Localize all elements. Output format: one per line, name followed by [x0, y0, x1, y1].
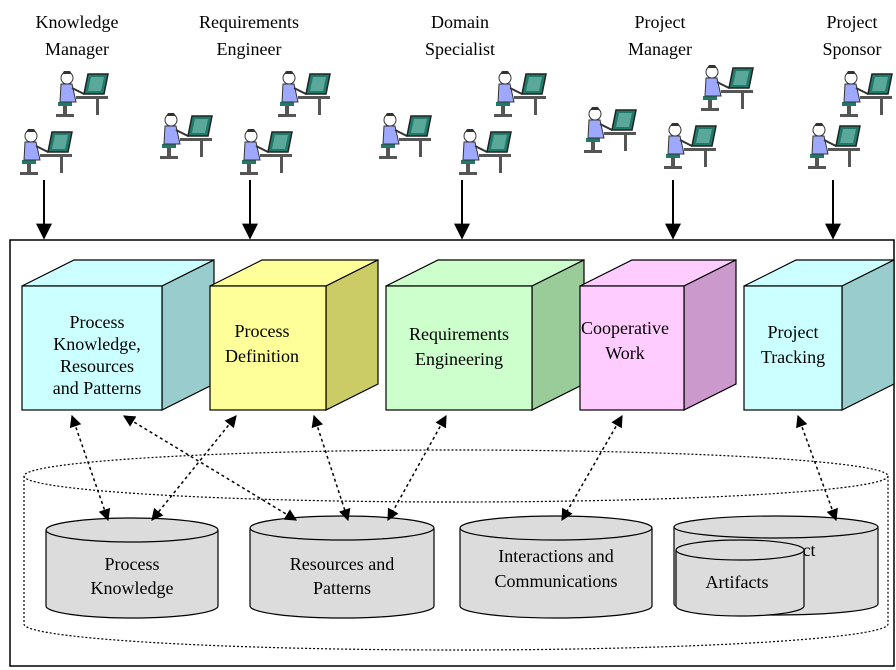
repository-label-line1: Process	[105, 554, 160, 574]
connector	[796, 414, 838, 522]
module-side	[683, 259, 737, 411]
role-project-manager-line2: Manager	[628, 39, 692, 59]
module-face	[743, 285, 843, 411]
role-knowledge-manager-line1: Knowledge	[36, 12, 119, 32]
repository-artifacts[interactable]: Artifacts	[675, 539, 805, 617]
module-label-line1: Requirements	[409, 324, 509, 344]
module-face	[579, 285, 685, 411]
role-arrows	[36, 180, 841, 240]
module-label-line4: and Patterns	[53, 378, 141, 398]
module-label-line3: Resources	[60, 356, 134, 376]
connector	[561, 414, 623, 522]
repository-label-line2: Knowledge	[91, 578, 174, 598]
role-requirements-engineer-line2: Engineer	[217, 39, 282, 59]
module-side	[161, 259, 215, 411]
person-at-computer-icon	[159, 112, 213, 160]
person-at-computer-icon	[239, 128, 293, 176]
module-side	[841, 259, 895, 411]
repository-label-line1: Interactions and	[498, 546, 613, 566]
module-face	[21, 285, 163, 411]
module-label-line1: Process	[235, 321, 290, 341]
connector	[387, 414, 447, 522]
role-requirements-engineer-line1: Requirements	[199, 12, 299, 32]
repository-interactions[interactable]: Interactions and Communications	[459, 515, 653, 619]
role-project-sponsor-line1: Project	[827, 12, 878, 32]
module-label-line2: Work	[605, 343, 645, 363]
role-project-manager-line1: Project	[635, 12, 686, 32]
module-face	[209, 285, 327, 411]
repository-process-knowledge[interactable]: Process Knowledge	[45, 517, 219, 619]
person-at-computer-icon	[458, 128, 512, 176]
repository-label-line1: Artifacts	[706, 572, 769, 592]
person-at-computer-icon	[277, 70, 331, 118]
person-at-computer-icon	[839, 70, 893, 118]
module-label-line2: Knowledge,	[53, 334, 140, 354]
module-process-definition[interactable]: Process Definition	[209, 259, 379, 411]
person-at-computer-icon	[55, 70, 109, 118]
person-at-computer-icon	[378, 112, 432, 160]
module-label-line1: Process	[70, 312, 125, 332]
repository-label-line1: Resources and	[290, 554, 394, 574]
module-project-tracking[interactable]: Project Tracking	[743, 259, 895, 411]
module-face	[385, 285, 533, 411]
module-process-knowledge[interactable]: Process Knowledge, Resources and Pattern…	[21, 259, 215, 411]
module-label-line2: Tracking	[761, 347, 825, 367]
connector	[69, 414, 111, 522]
repository-label-line2: Patterns	[313, 578, 371, 598]
role-project-sponsor-line2: Sponsor	[822, 39, 881, 59]
person-at-computer-icon	[19, 128, 73, 176]
modules: Process Knowledge, Resources and Pattern…	[21, 259, 895, 411]
role-labels: Knowledge Manager Requirements Engineer …	[36, 12, 882, 59]
person-at-computer-icon	[807, 122, 861, 170]
person-at-computer-icon	[663, 122, 717, 170]
repository-label-line2: Communications	[495, 571, 618, 591]
module-side	[325, 259, 379, 411]
module-label-line2: Definition	[225, 346, 299, 366]
connector	[151, 415, 237, 521]
role-domain-specialist-line2: Specialist	[425, 39, 495, 59]
module-label-line2: Engineering	[415, 349, 503, 369]
people-icons	[19, 64, 893, 176]
role-knowledge-manager-line2: Manager	[45, 39, 109, 59]
module-label-line1: Project	[768, 322, 819, 342]
repository-resources-patterns[interactable]: Resources and Patterns	[249, 515, 435, 619]
connector	[311, 414, 351, 522]
person-at-computer-icon	[700, 64, 754, 112]
module-label-line1: Cooperative	[581, 318, 669, 338]
module-cooperative-work[interactable]: Cooperative Work	[579, 259, 737, 411]
person-at-computer-icon	[493, 70, 547, 118]
role-domain-specialist-line1: Domain	[431, 12, 489, 32]
module-requirements-engineering[interactable]: Requirements Engineering	[385, 259, 585, 411]
person-at-computer-icon	[583, 106, 637, 154]
repositories: Process Knowledge Resources and Patterns…	[45, 515, 879, 619]
module-side	[531, 259, 585, 411]
connectors	[69, 414, 838, 522]
repository-container	[23, 449, 889, 651]
